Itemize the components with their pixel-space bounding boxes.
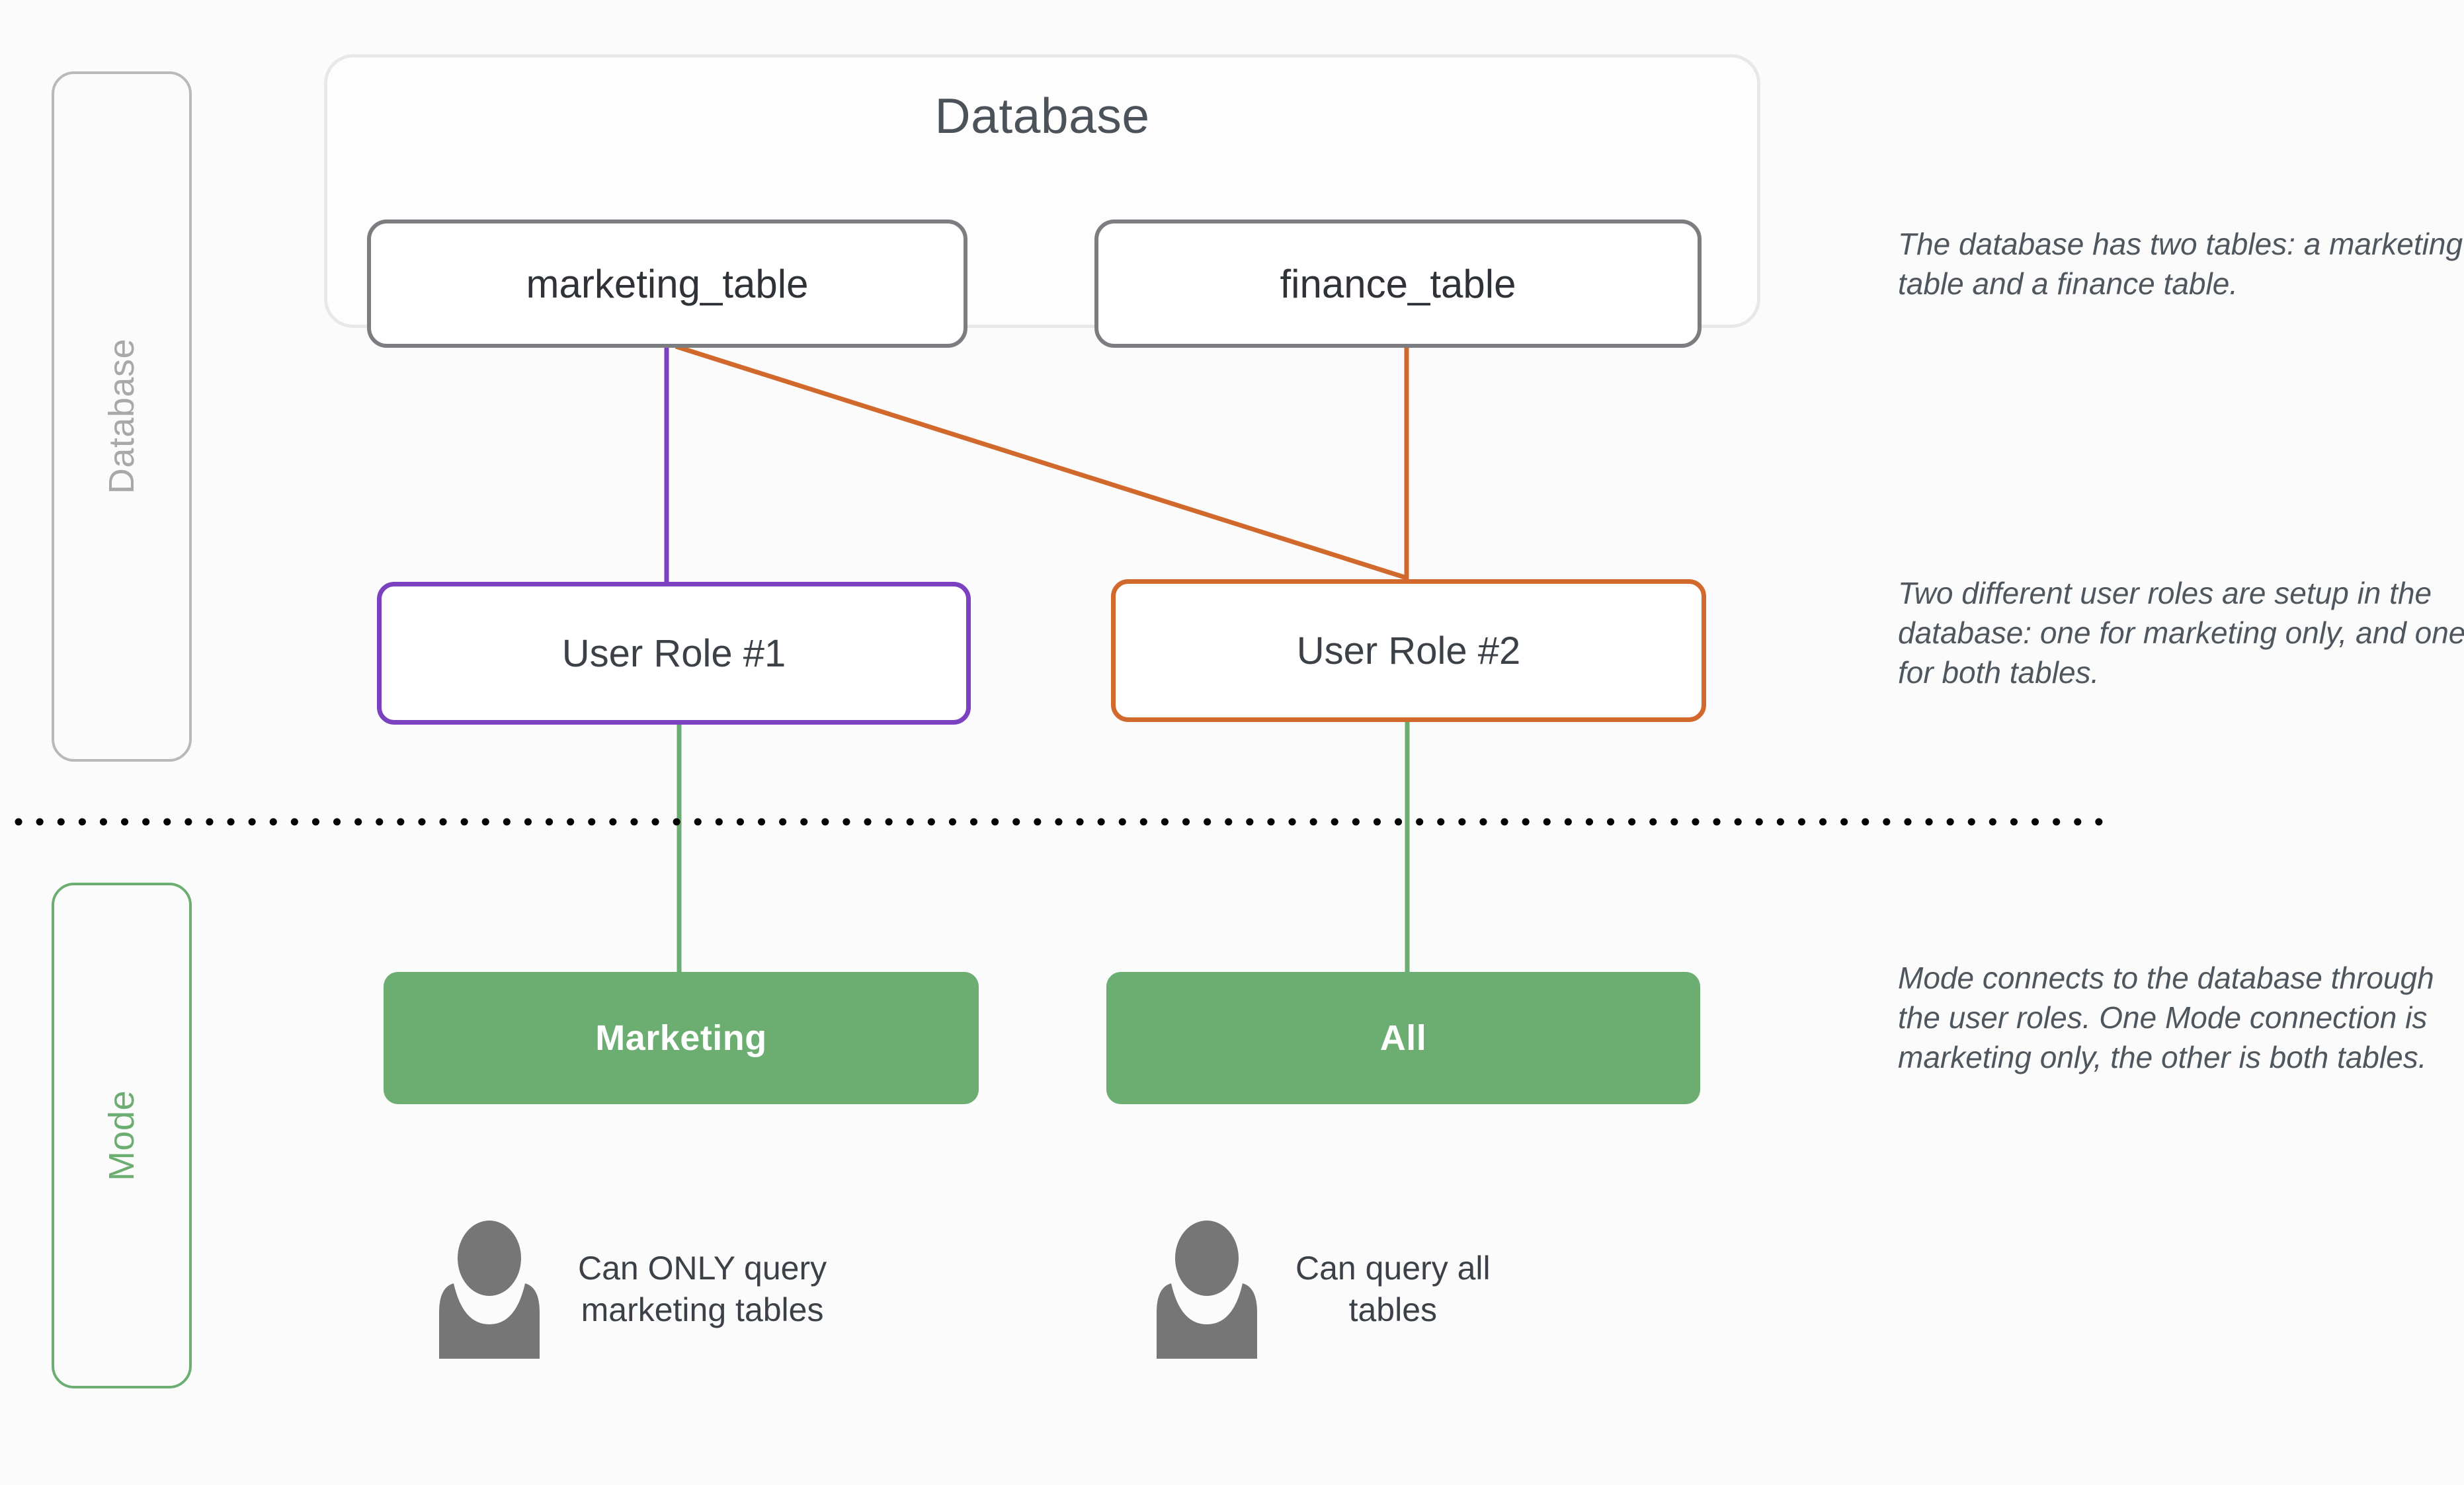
lane-database: Database bbox=[52, 71, 192, 762]
lane-mode-label: Mode bbox=[102, 1090, 142, 1182]
person-icon bbox=[439, 1221, 540, 1359]
lane-database-label: Database bbox=[102, 339, 142, 495]
annotation-database: The database has two tables: a marketing… bbox=[1898, 227, 2463, 301]
mode-connection-marketing[interactable]: Marketing bbox=[384, 972, 979, 1104]
user-role-2-node[interactable]: User Role #2 bbox=[1111, 579, 1706, 722]
persona-all-user: Can query all tables bbox=[1147, 1220, 1491, 1359]
user-role-1-node[interactable]: User Role #1 bbox=[377, 582, 971, 725]
user-role-2-label: User Role #2 bbox=[1296, 629, 1521, 672]
finance-table-node[interactable]: finance_table bbox=[1094, 220, 1702, 348]
marketing-table-label: marketing_table bbox=[526, 261, 809, 306]
annotation-mode: Mode connects to the database through th… bbox=[1898, 961, 2434, 1074]
annotation-roles: Two different user roles are setup in th… bbox=[1898, 576, 2464, 690]
user-role-1-label: User Role #1 bbox=[561, 631, 786, 675]
persona-all-caption: Can query all tables bbox=[1295, 1250, 1491, 1328]
line-marketing-to-role2 bbox=[675, 344, 1408, 581]
lane-mode: Mode bbox=[52, 883, 192, 1388]
mode-connection-all[interactable]: All bbox=[1106, 972, 1700, 1104]
marketing-table-node[interactable]: marketing_table bbox=[367, 220, 967, 348]
mode-connection-marketing-label: Marketing bbox=[595, 1018, 767, 1058]
person-icon bbox=[1157, 1221, 1257, 1359]
persona-marketing-caption: Can ONLY query marketing tables bbox=[578, 1250, 827, 1328]
database-group-title: Database bbox=[934, 88, 1150, 143]
finance-table-label: finance_table bbox=[1280, 261, 1516, 306]
mode-connection-all-label: All bbox=[1379, 1018, 1427, 1058]
persona-marketing-user: Can ONLY query marketing tables bbox=[430, 1220, 827, 1359]
